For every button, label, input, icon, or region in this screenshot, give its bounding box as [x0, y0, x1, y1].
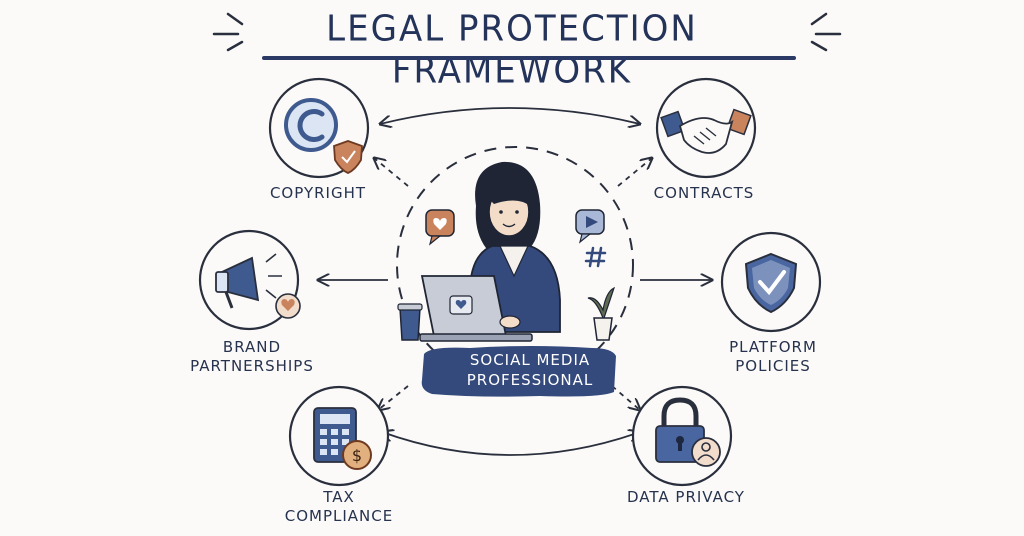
- node-contracts: [655, 77, 757, 179]
- label-platform-line2: POLICIES: [735, 357, 811, 375]
- node-brand-partnerships: [198, 229, 301, 331]
- node-copyright: [268, 77, 370, 179]
- woman-with-laptop-illustration: [397, 161, 616, 342]
- svg-text:$: $: [352, 446, 362, 465]
- label-brand-partnerships: BRAND PARTNERSHIPS: [190, 338, 314, 376]
- arrow-copyright-contracts: [380, 107, 640, 124]
- dash-to-contracts: [617, 158, 652, 187]
- connectors: [318, 107, 712, 456]
- play-bubble-icon: [575, 209, 605, 244]
- center-label-line2: PROFESSIONAL: [466, 371, 594, 389]
- label-platform-policies: PLATFORM POLICIES: [714, 338, 832, 376]
- label-brand-line2: PARTNERSHIPS: [190, 357, 314, 375]
- shield-check-icon: [744, 252, 798, 314]
- arrow-tax-privacy: [382, 432, 640, 456]
- title-underline: [262, 56, 796, 60]
- hashtag-icon: [584, 246, 607, 268]
- megaphone-icon: [215, 253, 282, 309]
- handshake-icon: [660, 108, 752, 154]
- label-tax-line1: TAX: [323, 488, 355, 506]
- page-title: LEGAL PROTECTION FRAMEWORK: [326, 8, 698, 92]
- node-tax-compliance: $: [288, 385, 390, 487]
- title-decoration-left: [212, 12, 244, 52]
- label-copyright: COPYRIGHT: [269, 184, 367, 202]
- dash-to-copyright: [374, 158, 409, 187]
- heart-bubble-icon: [275, 293, 301, 319]
- center-label-line1: SOCIAL MEDIA: [469, 351, 591, 369]
- label-platform-line1: PLATFORM: [729, 338, 817, 356]
- label-tax-line2: COMPLIANCE: [284, 507, 394, 525]
- heart-speech-bubble-icon: [425, 209, 455, 246]
- label-contracts: CONTRACTS: [653, 184, 755, 202]
- node-data-privacy: [631, 385, 733, 487]
- center-dashed-ring: [396, 146, 634, 384]
- node-platform-policies: [720, 231, 822, 333]
- dash-to-privacy: [611, 385, 640, 410]
- title-decoration-right: [810, 12, 842, 52]
- user-badge-icon: [691, 437, 721, 467]
- label-data-privacy: DATA PRIVACY: [627, 488, 745, 506]
- copyright-icon: [284, 98, 338, 152]
- center-label: SOCIAL MEDIA PROFESSIONAL: [430, 350, 630, 390]
- dash-to-tax: [378, 385, 409, 410]
- label-tax-compliance: TAX COMPLIANCE: [280, 488, 398, 526]
- dollar-coin-icon: $: [342, 440, 372, 470]
- shield-badge-icon: [333, 140, 363, 174]
- center-label-brush: [421, 346, 616, 397]
- label-brand-line1: BRAND: [222, 338, 282, 356]
